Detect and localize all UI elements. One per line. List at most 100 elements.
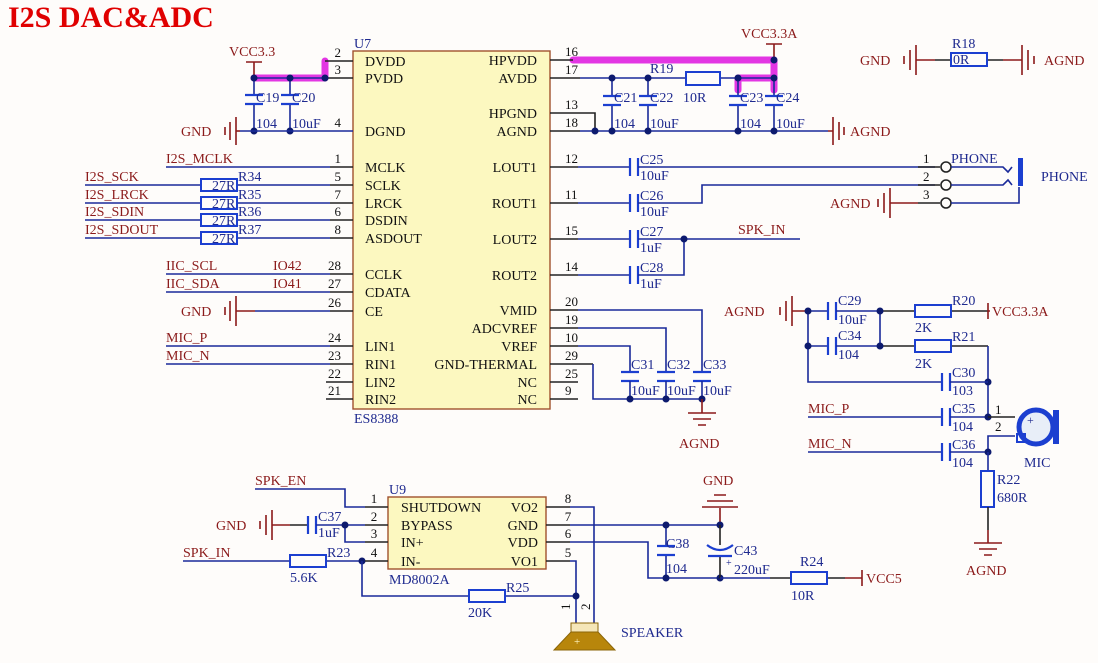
u9-pin-number: 8 [565, 491, 572, 506]
r18[interactable] [950, 52, 988, 67]
u9-pin-name: BYPASS [401, 519, 453, 534]
r18-value: 0R [953, 53, 970, 68]
u7-pin-number: 20 [565, 294, 578, 309]
u7-body[interactable] [352, 50, 551, 410]
r34[interactable] [200, 178, 238, 192]
r22[interactable] [980, 470, 995, 508]
r35[interactable] [200, 196, 238, 210]
gnd-label-ce: GND [181, 305, 211, 320]
c32-ref: C32 [667, 358, 690, 373]
r20-value: 2K [915, 321, 932, 336]
u9-body[interactable] [387, 496, 547, 570]
r25-ref: R25 [506, 581, 529, 596]
u7-pin-name: PVDD [365, 72, 403, 87]
u7-pin-name: LIN1 [365, 340, 395, 355]
i2s-sdin-label: I2S_SDIN [85, 205, 144, 220]
c38-value: 104 [666, 562, 687, 577]
speaker[interactable]: + SPEAKER [552, 622, 684, 651]
r35-ref: R35 [238, 188, 261, 203]
u7-pin-name: CDATA [365, 286, 411, 301]
c22-ref: C22 [650, 91, 673, 106]
u7-es8388[interactable]: U7 ES8388 2DVDD3PVDD4DGND1MCLK5SCLK7LRCK… [328, 37, 579, 427]
c19-ref: C19 [256, 91, 279, 106]
c30-ref: C30 [952, 366, 975, 381]
io42-label: IO42 [273, 259, 302, 274]
mic-p-label: MIC_P [808, 402, 849, 417]
agnd-label-r18: AGND [1044, 54, 1084, 69]
speaker-pin-2: 2 [578, 604, 593, 611]
mic-pin-2: 2 [995, 419, 1002, 434]
u7-pin-name: ADCVREF [472, 322, 538, 337]
r36[interactable] [200, 213, 238, 227]
u7-pin-name: ROUT2 [492, 269, 537, 284]
r19[interactable] [685, 71, 721, 86]
c43-ref: C43 [734, 544, 757, 559]
u7-pin-name: NC [518, 376, 537, 391]
phone-pin-3: 3 [923, 187, 930, 202]
u7-pin-number: 21 [328, 383, 341, 398]
u7-pin-name: MCLK [365, 161, 405, 176]
c20-value: 10uF [292, 117, 321, 132]
u7-part: ES8388 [354, 412, 398, 427]
u9-pin-number: 1 [371, 491, 378, 506]
r24-value: 10R [791, 589, 815, 604]
u7-pin-number: 5 [335, 169, 342, 184]
c29-value: 10uF [838, 313, 867, 328]
r24[interactable] [790, 571, 828, 585]
u7-pin-name: LOUT1 [493, 161, 537, 176]
u7-pin-number: 13 [565, 97, 578, 112]
r23[interactable] [289, 554, 327, 568]
r23-value: 5.6K [290, 571, 318, 586]
microphone[interactable]: + MIC [1016, 407, 1059, 471]
u7-pin-number: 29 [565, 348, 578, 363]
u7-pin-number: 25 [565, 366, 578, 381]
r36-value: 27R [212, 214, 236, 229]
u7-pin-name: LRCK [365, 197, 402, 212]
gnd-label-dgnd: GND [181, 125, 211, 140]
i2s-sdout-label: I2S_SDOUT [85, 223, 159, 238]
u7-pin-number: 15 [565, 223, 578, 238]
c24-value: 10uF [776, 117, 805, 132]
gnd-label-r18: GND [860, 54, 890, 69]
u9-pin-number: 5 [565, 545, 572, 560]
phone-jack[interactable]: AGND 1 2 3 PHONE PHONE [830, 151, 1088, 218]
u9-pin-name: IN- [401, 555, 421, 570]
u7-pin-number: 12 [565, 151, 578, 166]
u7-pin-name: CE [365, 305, 383, 320]
c36-value: 104 [952, 456, 973, 471]
speaker-pin-1: 1 [558, 604, 573, 611]
c28-value: 1uF [640, 277, 662, 292]
mic-label: MIC [1024, 456, 1050, 471]
u7-pin-number: 19 [565, 312, 578, 327]
c34-value: 104 [838, 348, 859, 363]
c25-ref: C25 [640, 153, 663, 168]
c25-value: 10uF [640, 169, 669, 184]
u7-pin-number: 28 [328, 258, 341, 273]
u7-pin-name: DVDD [365, 55, 405, 70]
r37[interactable] [200, 231, 238, 245]
u7-pin-name: LOUT2 [493, 233, 537, 248]
u7-pin-number: 3 [335, 62, 342, 77]
c23-value: 104 [740, 117, 761, 132]
c36-ref: C36 [952, 438, 975, 453]
r25[interactable] [468, 589, 506, 603]
u7-pin-number: 8 [335, 222, 342, 237]
u7-pin-number: 9 [565, 383, 572, 398]
u7-pin-name: HPGND [489, 107, 537, 122]
r21[interactable] [914, 339, 952, 353]
r20[interactable] [914, 304, 952, 318]
c31-ref: C31 [631, 358, 654, 373]
vcc5-label: VCC5 [866, 572, 902, 587]
u7-right-pins: 16HPVDD17AVDD13HPGND18AGND12LOUT111ROUT1… [434, 44, 578, 408]
r21-value: 2K [915, 357, 932, 372]
phone-pin-2: 2 [923, 169, 930, 184]
u9-pin-number: 4 [371, 545, 378, 560]
u9-pin-name: VO1 [511, 555, 538, 570]
gnd-label-c43: GND [703, 474, 733, 489]
c33-value: 10uF [703, 384, 732, 399]
dvdd-decoupling: VCC3.3 C19 C20 104 10uF GND [181, 45, 353, 145]
io41-label: IO41 [273, 277, 302, 292]
